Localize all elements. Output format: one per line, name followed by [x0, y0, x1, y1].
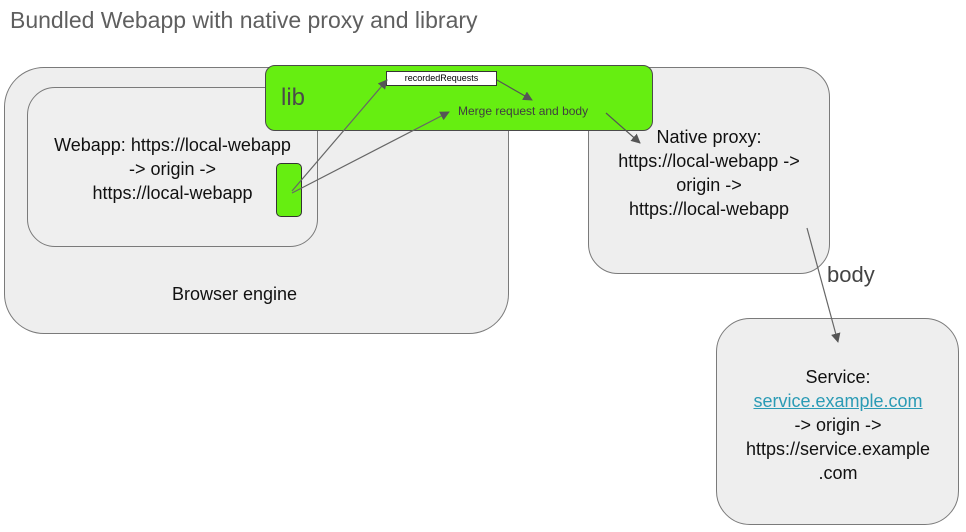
- arrow-webapp-to-recorded: [291, 79, 388, 192]
- merge-label: Merge request and body: [458, 104, 589, 118]
- service-line-4: https://service.example: [745, 439, 931, 459]
- webapp-text: Webapp: https://local-webapp -> origin -…: [40, 133, 305, 205]
- arrow-proxy-to-service: [806, 227, 841, 343]
- proxy-line-2: https://local-webapp ->: [618, 151, 800, 171]
- webapp-line-2: -> origin ->: [128, 159, 217, 179]
- diagram-title: Bundled Webapp with native proxy and lib…: [10, 7, 478, 33]
- proxy-line-1: Native proxy:: [656, 127, 762, 147]
- arrow-recorded-to-merge: [496, 79, 533, 101]
- service-text: Service: service.example.com -> origin -…: [724, 365, 952, 485]
- service-line-5: .com: [818, 463, 858, 483]
- lib-label: lib: [281, 84, 306, 111]
- proxy-line-4: https://local-webapp: [628, 199, 790, 219]
- webapp-line-3: https://local-webapp: [92, 183, 253, 203]
- recorded-requests-box: recordedRequests: [386, 71, 497, 86]
- service-link[interactable]: service.example.com: [753, 391, 923, 411]
- service-line-1: Service:: [805, 367, 871, 387]
- webapp-line-1: Webapp: https://local-webapp: [54, 135, 291, 155]
- browser-engine-label: Browser engine: [172, 284, 298, 304]
- service-line-3: -> origin ->: [794, 415, 882, 435]
- proxy-line-3: origin ->: [676, 175, 742, 195]
- arrow-webapp-to-merge: [291, 111, 450, 194]
- proxy-text: Native proxy: https://local-webapp -> or…: [596, 125, 822, 221]
- body-edge-label: body: [827, 262, 875, 287]
- webapp-lib-connector: [276, 163, 302, 217]
- service-box: [716, 318, 959, 525]
- arrow-merge-to-proxy: [605, 112, 641, 144]
